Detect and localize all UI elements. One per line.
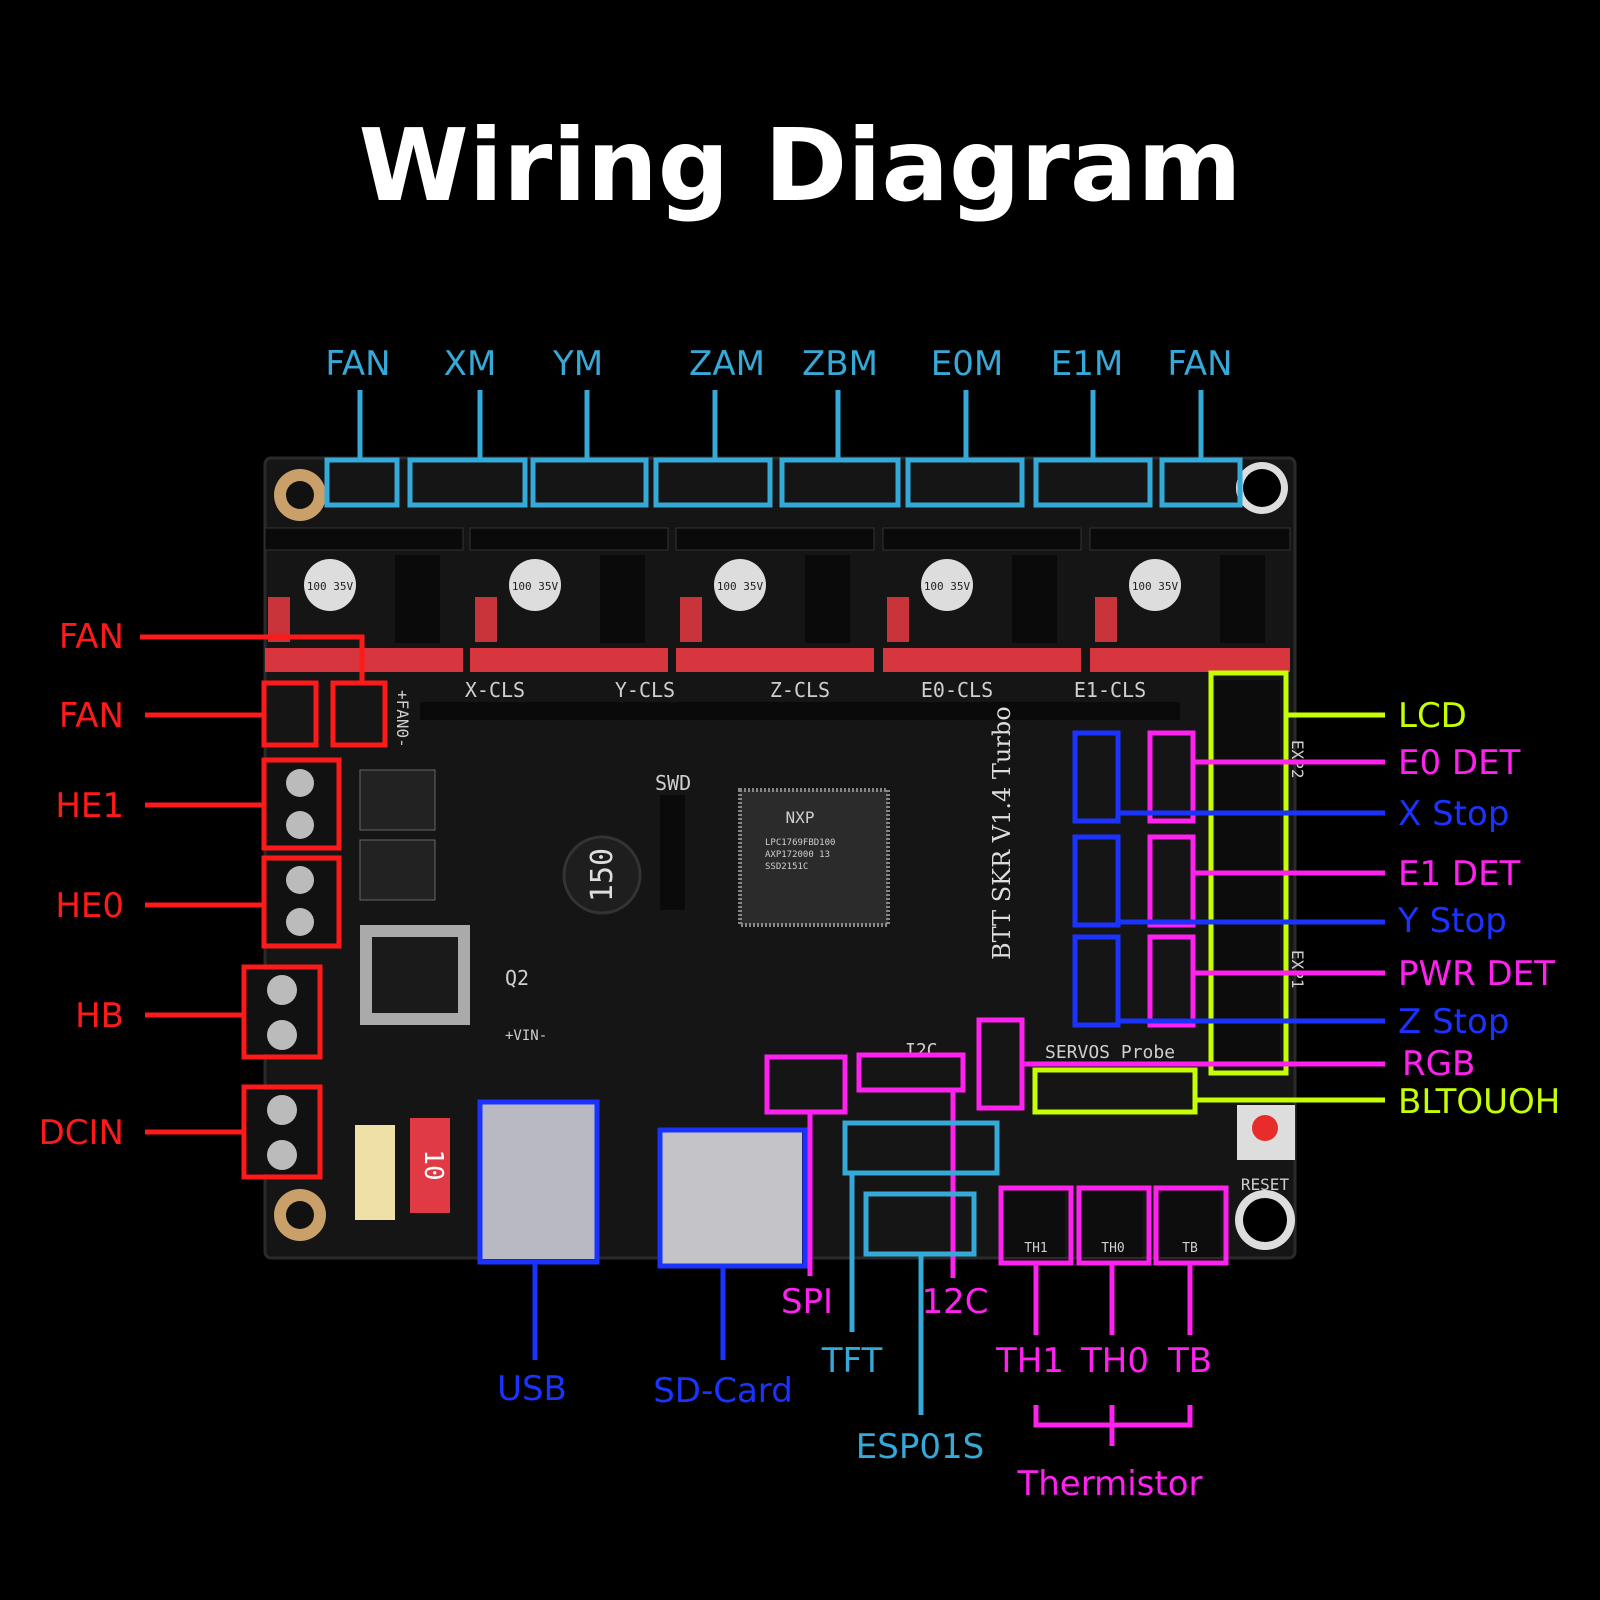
right-connectors [976,670,1385,1115]
svg-text:NXP: NXP [786,808,815,827]
svg-text:RESET: RESET [1241,1175,1290,1194]
svg-text:BTT SKR V1.4 Turbo: BTT SKR V1.4 Turbo [988,706,1016,960]
label-fan-left-1: FAN [59,617,124,657]
label-th1: TH1 [995,1341,1064,1381]
svg-text:Q2: Q2 [505,966,529,990]
label-zam: ZAM [689,344,765,384]
label-e1m: E1M [1051,344,1123,384]
label-i2c: 12C [921,1282,988,1322]
label-esp01s: ESP01S [856,1427,984,1467]
driver-sockets: 100 35V 100 35V 100 35V 100 35V 100 35V [264,527,1291,672]
svg-text:X-CLS: X-CLS [465,678,525,702]
power-connectors [140,634,388,1180]
svg-text:E0-CLS: E0-CLS [921,678,993,702]
label-bltouch: BLTOUOH [1398,1082,1560,1122]
svg-text:100 35V: 100 35V [1132,580,1179,593]
mcu-chip [738,788,890,927]
bottom-connectors [477,1052,1229,1446]
label-y-stop: Y Stop [1397,901,1507,941]
svg-text:I2C: I2C [905,1040,938,1061]
label-z-stop: Z Stop [1398,1002,1509,1042]
label-tb: TB [1167,1341,1212,1381]
label-he0: HE0 [55,886,124,926]
label-usb: USB [497,1369,567,1409]
svg-text:100 35V: 100 35V [924,580,971,593]
label-lcd: LCD [1398,696,1467,736]
label-th0: TH0 [1080,1341,1149,1381]
svg-text:+FAN0-: +FAN0- [393,690,412,748]
label-zbm: ZBM [802,344,878,384]
page-title: Wiring Diagram [358,107,1241,224]
label-e0-det: E0 DET [1398,743,1521,783]
svg-text:100 35V: 100 35V [307,580,354,593]
label-xm: XM [444,344,497,384]
board: 100 35V 100 35V 100 35V 100 35V 100 35V … [248,456,1307,1264]
svg-text:100 35V: 100 35V [512,580,559,593]
label-e0m: E0M [931,344,1003,384]
svg-text:TB: TB [1182,1241,1198,1256]
motor-connectors [324,390,1243,508]
label-dcin: DCIN [39,1113,124,1153]
label-hb: HB [75,996,124,1036]
svg-text:TH0: TH0 [1101,1241,1124,1256]
svg-text:SWD: SWD [655,771,691,795]
svg-text:EXP1: EXP1 [1288,950,1307,989]
svg-text:100 35V: 100 35V [717,580,764,593]
label-e1-det: E1 DET [1398,854,1521,894]
fuse [410,1118,450,1213]
label-rgb: RGB [1402,1044,1475,1084]
fuse [355,1125,395,1220]
usb-port [482,1104,595,1259]
svg-text:EXP2: EXP2 [1288,740,1307,779]
label-ym: YM [552,344,603,384]
inductor [562,835,642,915]
label-fan-top-left: FAN [325,344,390,384]
svg-text:10: 10 [418,1149,448,1180]
label-spi: SPI [781,1282,833,1322]
label-fan-left-2: FAN [59,696,124,736]
svg-text:SERVOS Probe: SERVOS Probe [1045,1042,1175,1063]
svg-text:TH1: TH1 [1024,1241,1047,1256]
label-he1: HE1 [55,786,124,826]
label-sd-card: SD-Card [653,1371,793,1411]
svg-text:Y-CLS: Y-CLS [615,678,675,702]
svg-text:+VIN-: +VIN- [505,1028,547,1044]
label-pwr-det: PWR DET [1398,954,1555,994]
screw-terminals [248,763,338,1174]
svg-text:150: 150 [585,848,620,902]
label-fan-top-right: FAN [1167,344,1232,384]
svg-text:LPC1769FBD100: LPC1769FBD100 [765,838,835,848]
svg-text:E1-CLS: E1-CLS [1074,678,1146,702]
label-tft: TFT [821,1341,883,1381]
label-x-stop: X Stop [1398,794,1509,834]
label-thermistor: Thermistor [1016,1464,1202,1504]
sd-card-slot [662,1132,802,1264]
svg-text:AXP172000 13: AXP172000 13 [765,850,830,860]
svg-text:SSD2151C: SSD2151C [765,862,808,872]
svg-text:Z-CLS: Z-CLS [770,678,830,702]
